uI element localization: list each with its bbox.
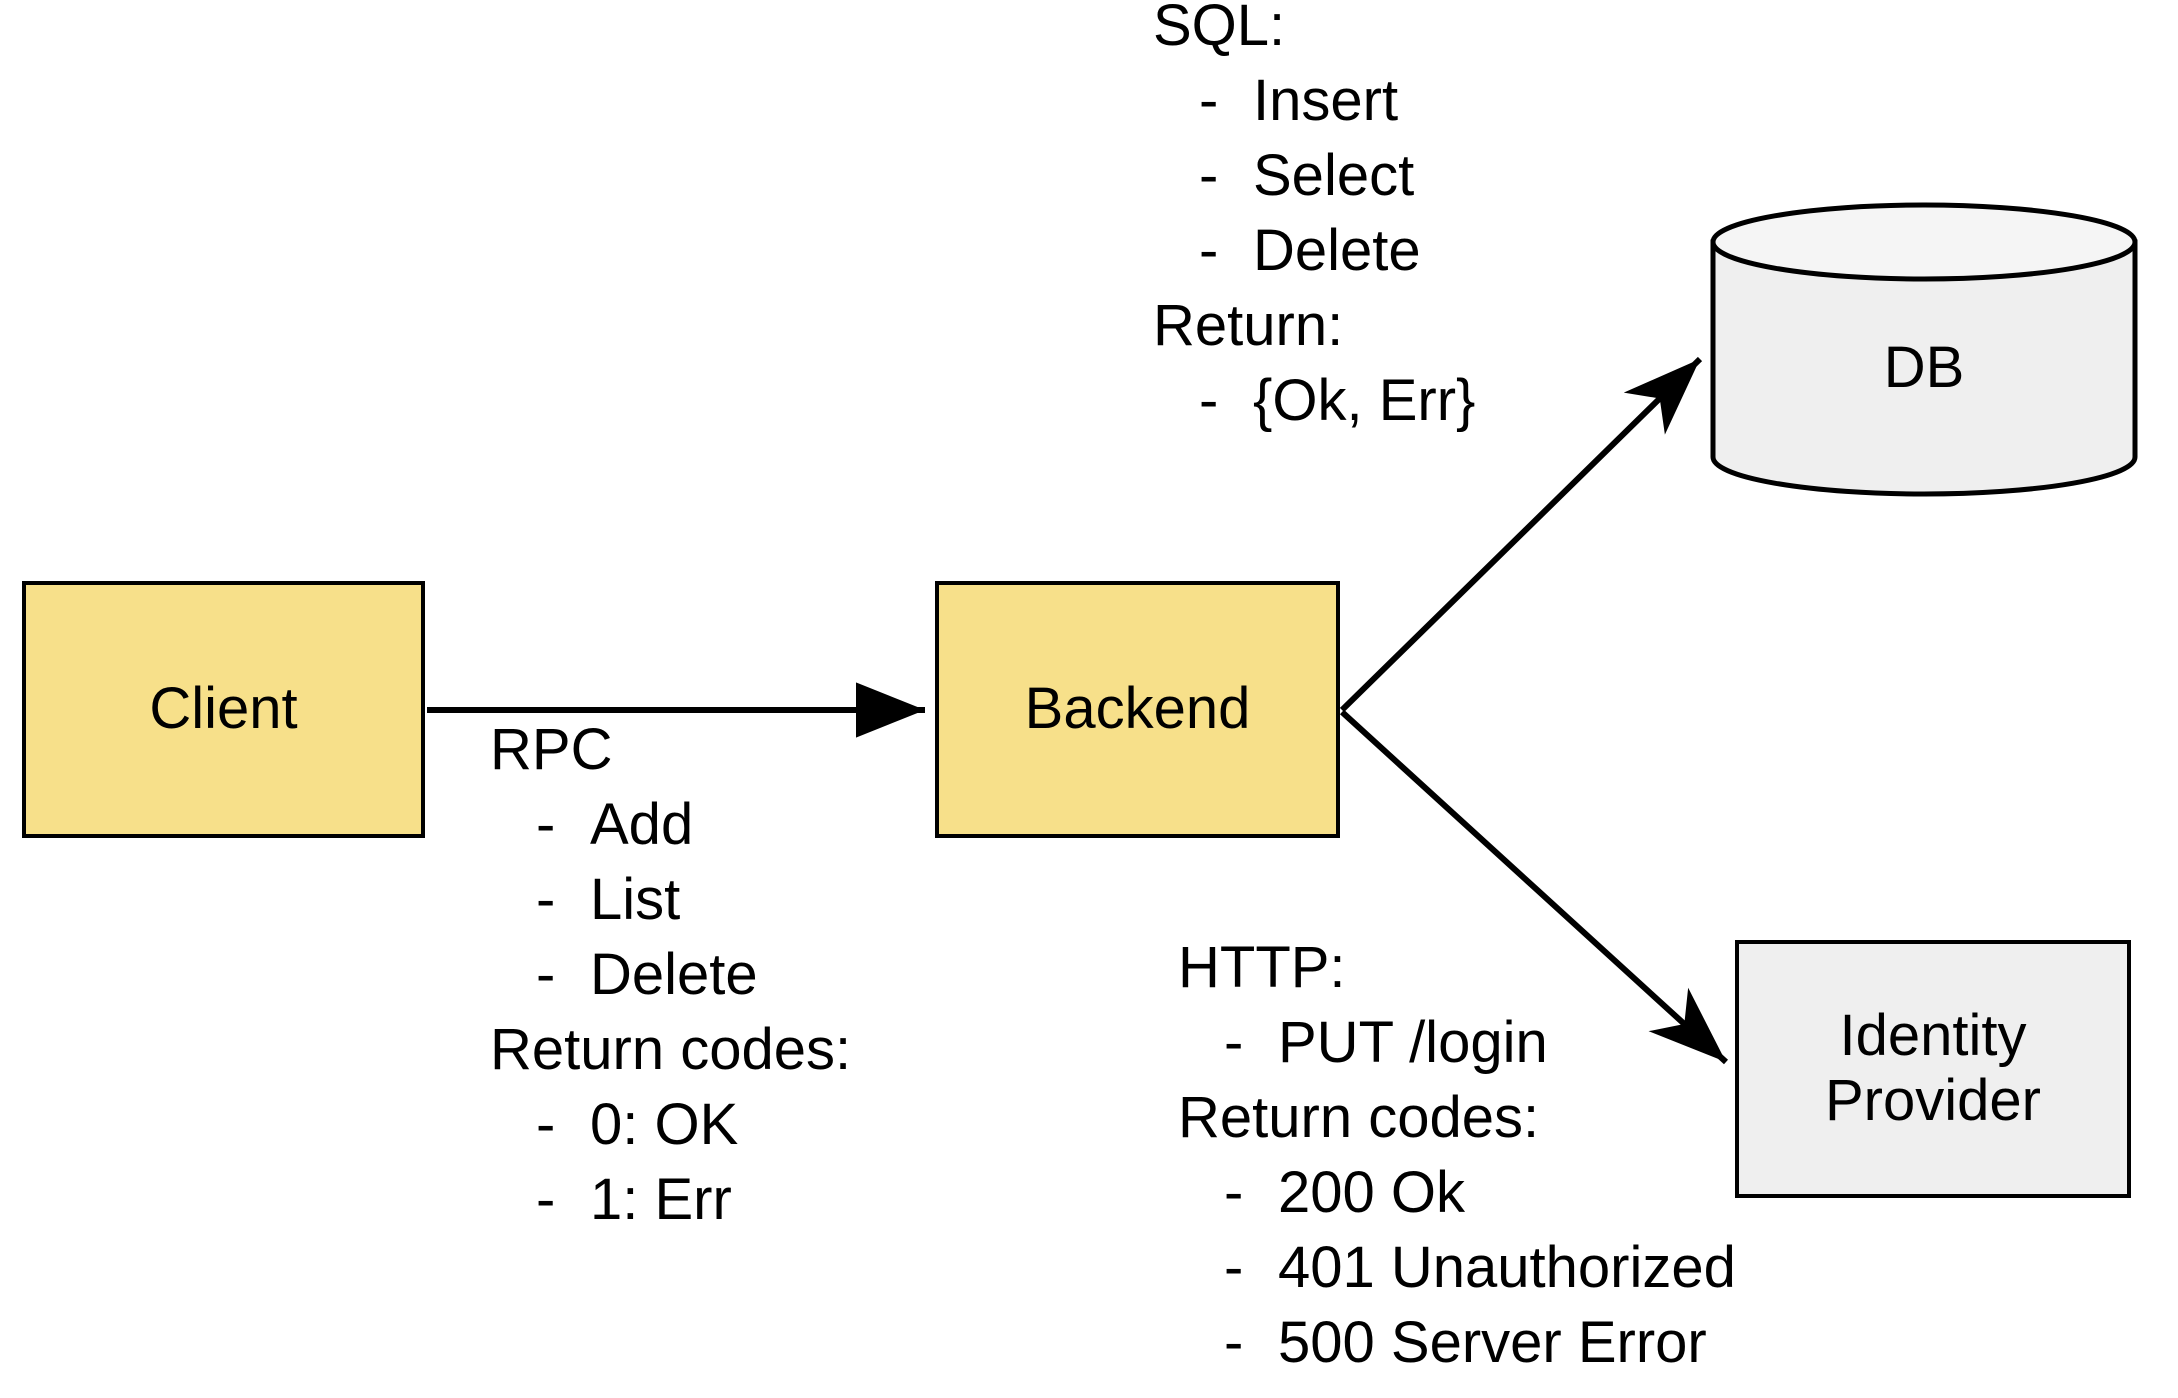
bullet-dash: -: [1224, 1160, 1244, 1225]
annotation-sql-item: -Select: [1153, 138, 1475, 213]
annotation-rpc-return-item-label: 0: OK: [590, 1092, 739, 1157]
node-identity-provider-label: Identity Provider: [1825, 1003, 2041, 1134]
annotation-http: HTTP: -PUT /login Return codes: -200 Ok …: [1178, 930, 1736, 1380]
annotation-sql-item-label: Delete: [1253, 218, 1421, 283]
annotation-http-return-item: -500 Server Error: [1178, 1305, 1736, 1380]
annotation-rpc-return-item: -0: OK: [490, 1087, 851, 1162]
node-backend[interactable]: Backend: [935, 581, 1340, 838]
annotation-http-item: -PUT /login: [1178, 1005, 1736, 1080]
bullet-dash: -: [1224, 1235, 1244, 1300]
annotation-http-item-label: PUT /login: [1278, 1010, 1548, 1075]
annotation-sql-return-header: Return:: [1153, 293, 1344, 358]
annotation-sql-item-label: Select: [1253, 143, 1415, 208]
annotation-rpc-item-label: Add: [590, 792, 694, 857]
annotation-http-return-item-label: 401 Unauthorized: [1278, 1235, 1736, 1300]
bullet-dash: -: [536, 792, 556, 857]
bullet-dash: -: [536, 867, 556, 932]
annotation-rpc-item: -List: [490, 862, 851, 937]
annotation-sql-item-label: Insert: [1253, 68, 1399, 133]
node-identity-provider[interactable]: Identity Provider: [1735, 940, 2131, 1198]
node-client[interactable]: Client: [22, 581, 425, 838]
bullet-dash: -: [536, 1092, 556, 1157]
annotation-rpc-item-label: Delete: [590, 942, 758, 1007]
annotation-http-return-item: -401 Unauthorized: [1178, 1230, 1736, 1305]
bullet-dash: -: [1224, 1010, 1244, 1075]
annotation-rpc-item: -Add: [490, 787, 851, 862]
node-identity-provider-label-line2: Provider: [1825, 1068, 2041, 1133]
node-database[interactable]: DB: [1710, 202, 2138, 497]
annotation-sql: SQL: -Insert -Select -Delete Return: -{O…: [1153, 0, 1475, 438]
bullet-dash: -: [536, 1167, 556, 1232]
node-identity-provider-label-line1: Identity: [1839, 1003, 2027, 1069]
annotation-sql-item: -Delete: [1153, 213, 1475, 288]
bullet-dash: -: [1199, 143, 1219, 208]
annotation-rpc-return-item: -1: Err: [490, 1162, 851, 1237]
annotation-sql-return-item-label: {Ok, Err}: [1253, 368, 1476, 433]
bullet-dash: -: [1224, 1310, 1244, 1375]
annotation-rpc-item-label: List: [590, 867, 681, 932]
annotation-http-return-item-label: 500 Server Error: [1278, 1310, 1707, 1375]
node-client-label: Client: [149, 676, 298, 742]
annotation-sql-return-item: -{Ok, Err}: [1153, 363, 1475, 438]
annotation-rpc-return-item-label: 1: Err: [590, 1167, 732, 1232]
annotation-http-return-item-label: 200 Ok: [1278, 1160, 1465, 1225]
bullet-dash: -: [1199, 68, 1219, 133]
annotation-rpc-header: RPC: [490, 717, 613, 782]
annotation-http-return-item: -200 Ok: [1178, 1155, 1736, 1230]
annotation-rpc: RPC -Add -List -Delete Return codes: -0:…: [490, 712, 851, 1237]
annotation-sql-item: -Insert: [1153, 63, 1475, 138]
database-cylinder-icon: [1710, 202, 2138, 497]
bullet-dash: -: [1199, 218, 1219, 283]
bullet-dash: -: [1199, 368, 1219, 433]
node-backend-label: Backend: [1024, 676, 1251, 742]
annotation-sql-header: SQL:: [1153, 0, 1286, 58]
annotation-rpc-item: -Delete: [490, 937, 851, 1012]
annotation-http-header: HTTP:: [1178, 935, 1346, 1000]
annotation-rpc-return-header: Return codes:: [490, 1017, 852, 1082]
bullet-dash: -: [536, 942, 556, 1007]
annotation-http-return-header: Return codes:: [1178, 1085, 1540, 1150]
